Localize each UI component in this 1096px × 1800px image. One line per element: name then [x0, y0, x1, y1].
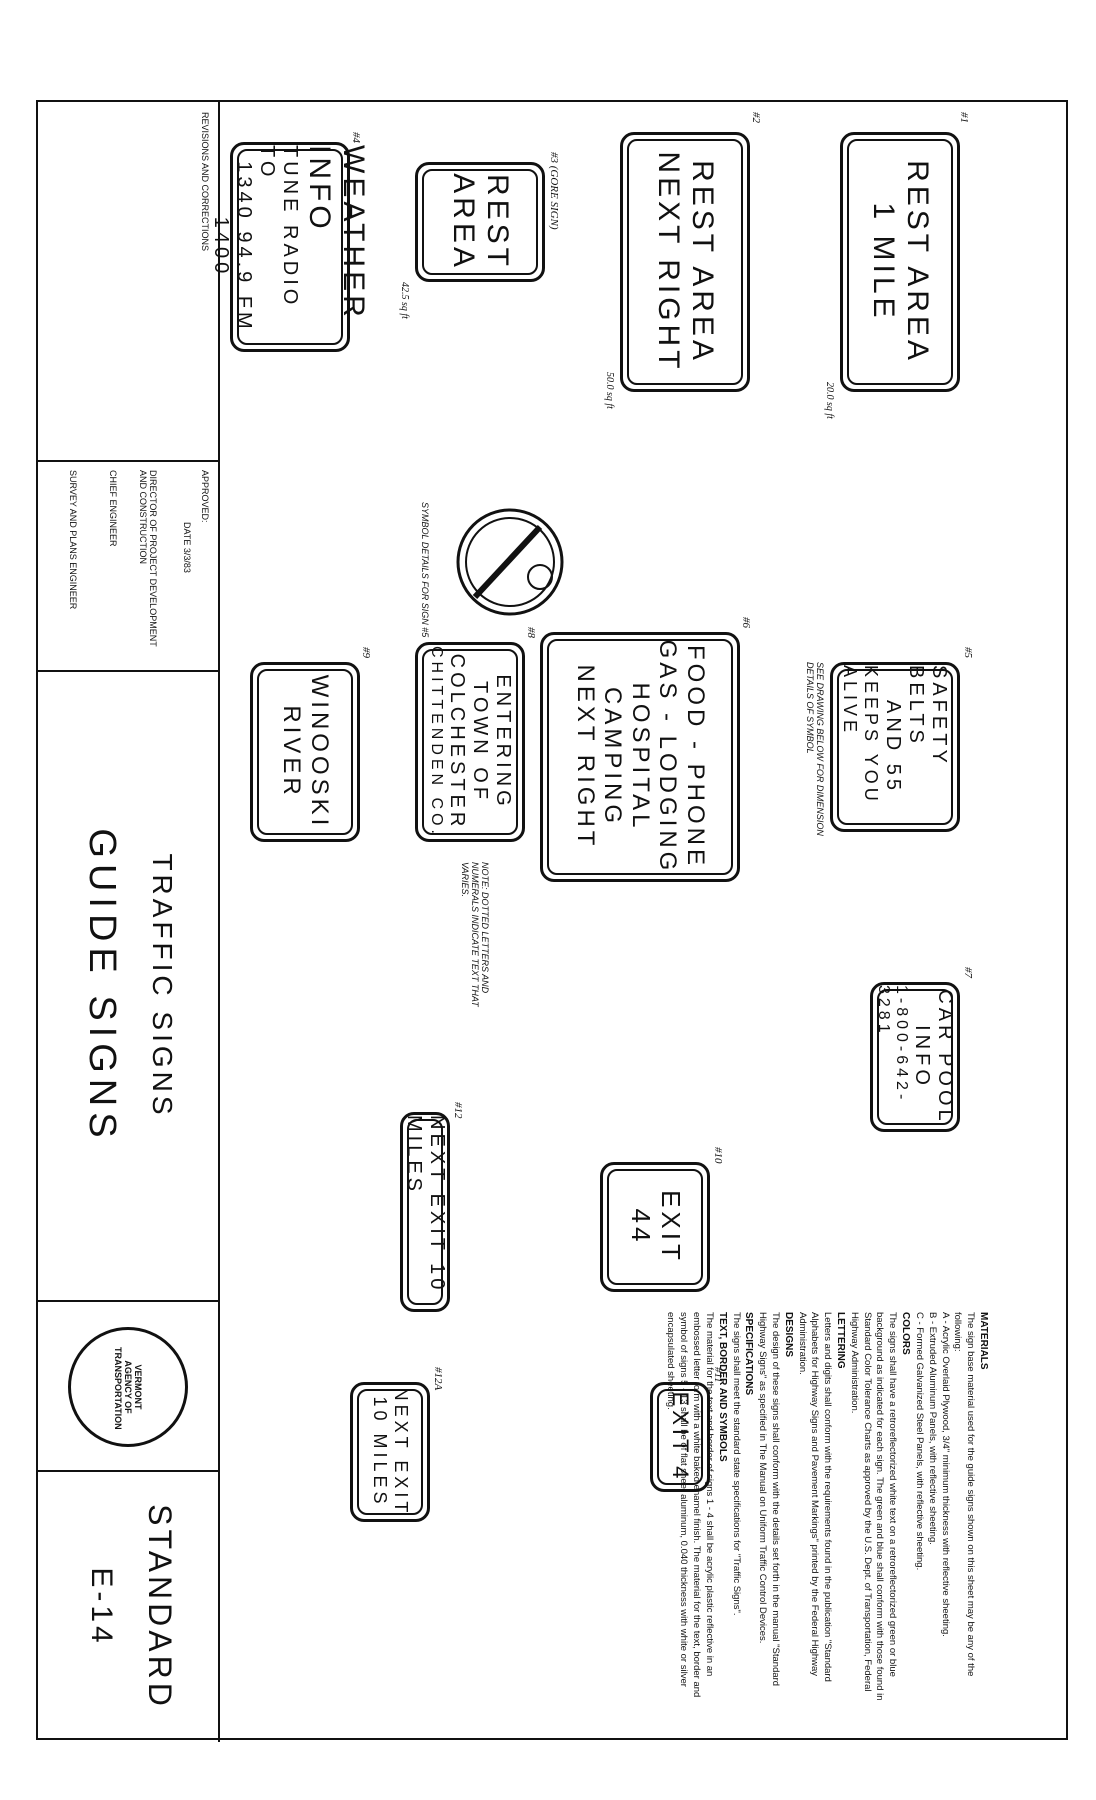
sheet-title-2: GUIDE SIGNS — [81, 828, 123, 1144]
sign-4-number: #4 — [350, 132, 362, 143]
sign-2-area: 50.0 sq ft — [604, 372, 615, 409]
symbol-details-label: SYMBOL DETAILS FOR SIGN #5 — [420, 502, 430, 638]
sign-12-number: #12 — [452, 1102, 464, 1119]
dotted-note: NOTE: DOTTED LETTERS AND NUMERALS INDICA… — [460, 862, 490, 1007]
sign-2-number: #2 — [750, 112, 762, 123]
sign-3-area: 42.5 sq ft — [399, 282, 410, 319]
sign-12: NEXT EXIT 10 MILES — [400, 1112, 450, 1312]
title-cell: TRAFFIC SIGNS GUIDE SIGNS — [36, 672, 218, 1302]
title-block: REVISIONS AND CORRECTIONS APPROVED: DATE… — [36, 102, 220, 1742]
sign-7-number: #7 — [962, 967, 974, 978]
standard-cell: STANDARD E-14 — [36, 1472, 218, 1742]
agency-seal: VERMONT AGENCY OF TRANSPORTATION — [68, 1327, 188, 1447]
revisions-cell: REVISIONS AND CORRECTIONS — [36, 102, 218, 462]
see-drawing-note: SEE DRAWING BELOW FOR DIMENSION DETAILS … — [805, 662, 825, 836]
sign-9-number: #9 — [360, 647, 372, 658]
symbol-details-drawing — [440, 502, 580, 622]
sign-6-number: #6 — [740, 617, 752, 628]
sign-12a-number: #12A — [432, 1367, 444, 1391]
sign-1-number: #1 — [958, 112, 970, 123]
standard-label: STANDARD — [142, 1504, 178, 1710]
sign-8-number: #8 — [525, 627, 537, 638]
approvals-cell: APPROVED: DATE 3/3/83 DIRECTOR OF PROJEC… — [36, 462, 218, 672]
sign-1-area: 20.0 sq ft — [824, 382, 835, 419]
general-notes: MATERIALS The sign base material used fo… — [665, 1312, 990, 1701]
sheet-title-1: TRAFFIC SIGNS — [147, 853, 178, 1119]
sign-10-number: #10 — [712, 1147, 724, 1164]
sign-5-number: #5 — [962, 647, 974, 658]
standard-number: E-14 — [85, 1567, 118, 1647]
sign-3-number: #3 (GORE SIGN) — [548, 152, 560, 230]
seal-cell: VERMONT AGENCY OF TRANSPORTATION — [36, 1302, 218, 1472]
